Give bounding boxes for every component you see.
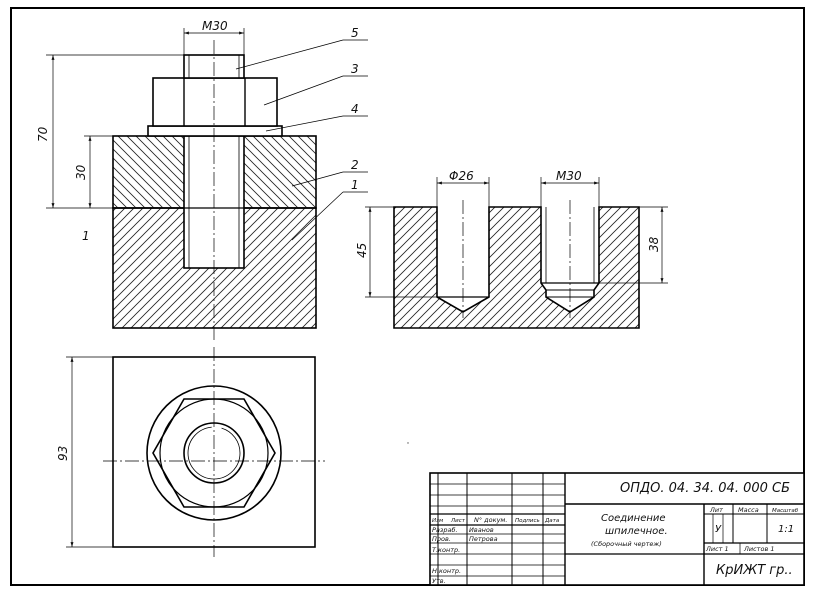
callout-4: 4 (351, 102, 359, 116)
row-prov: Пров. (432, 535, 451, 543)
organization: КрИЖТ гр.. (716, 563, 793, 578)
dim-70: 70 (36, 126, 50, 142)
name-prov: Петрова (469, 535, 498, 543)
title-line-1: Соединение (601, 513, 666, 524)
dim-45: 45 (355, 243, 369, 258)
col-lit: Лит (709, 506, 723, 514)
callout-3: 3 (351, 62, 359, 76)
nut (152, 77, 278, 127)
stray-dot (407, 442, 409, 444)
sheet-count: Листов 1 (743, 545, 774, 553)
row-nkontr: Н.контр. (432, 567, 461, 575)
dim-30: 30 (74, 164, 88, 180)
col-scale: Масштаб (772, 508, 799, 514)
washer (147, 125, 283, 137)
callouts: 5 3 4 2 1 (235, 26, 368, 241)
hole-section (393, 200, 640, 329)
stray-mark: 1 (82, 229, 90, 243)
doc-number: ОПДО. 04. 34. 04. 000 СБ (620, 481, 790, 496)
callout-1: 1 (351, 178, 359, 192)
hdr-sign: Подпись (515, 518, 540, 524)
top-view: 93 (56, 347, 325, 557)
hdr-doc: N° докум. (474, 516, 507, 524)
dim-m30-right: M30 (556, 169, 582, 183)
title-block: Изм Лист N° докум. Подпись Дата Разраб. … (429, 472, 805, 586)
title-line-2: шпилечное. (605, 526, 668, 537)
row-tkontr: Т.контр. (432, 546, 460, 554)
callout-5: 5 (351, 26, 359, 40)
sheet-frame (10, 7, 805, 586)
lit-value: У (715, 524, 722, 535)
dim-m30-top: M30 (202, 19, 228, 33)
hdr-izm: Изм (432, 518, 443, 524)
sheet-number: Лист 1 (705, 545, 729, 553)
dim-93: 93 (56, 446, 70, 461)
name-razrab: Иванов (469, 526, 494, 534)
hole-dimensions: Φ26 M30 45 38 (355, 169, 668, 298)
row-utv: Утв. (432, 577, 446, 585)
dim-d26: Φ26 (449, 169, 474, 183)
hole-block (393, 206, 640, 329)
hdr-date: Дата (544, 518, 560, 524)
front-dimensions: M30 70 30 1 (36, 19, 245, 243)
row-razrab: Разраб. (432, 526, 458, 534)
front-view (46, 40, 317, 340)
hdr-list: Лист (450, 518, 466, 524)
nut-hexagon (152, 398, 276, 508)
col-mass: Масса (738, 506, 759, 514)
dim-38: 38 (647, 236, 661, 252)
title-line-3: (Сборочный чертеж) (591, 540, 662, 548)
callout-2: 2 (351, 158, 359, 172)
scale-value: 1:1 (778, 524, 794, 535)
